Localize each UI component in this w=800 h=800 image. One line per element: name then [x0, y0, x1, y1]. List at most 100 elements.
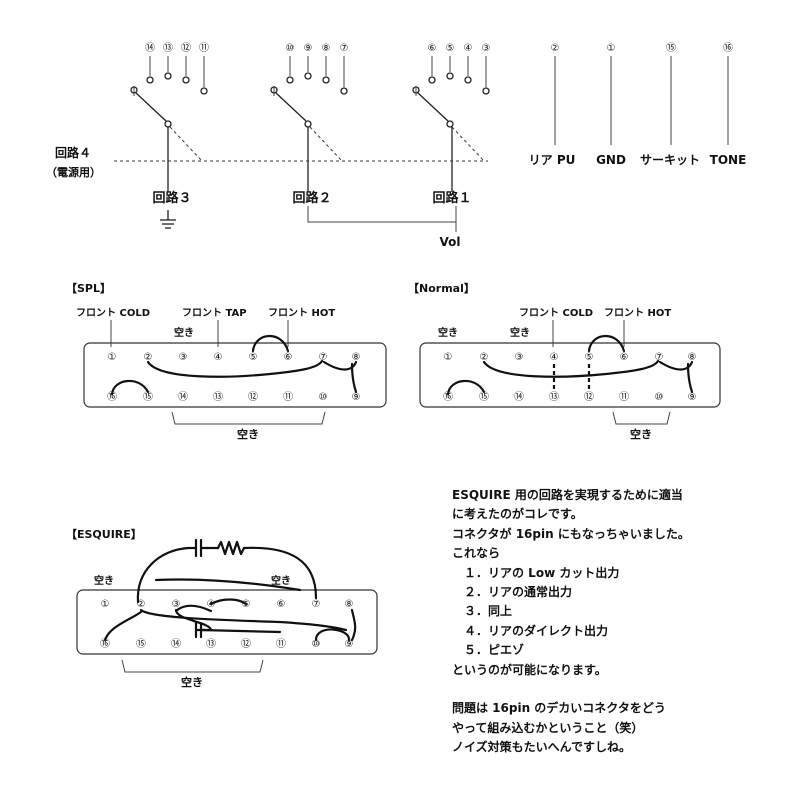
- circuit4-sublabel: （電源用）: [46, 165, 101, 179]
- normal-connector: 【Normal】 フロント COLD フロント HOT 空き 空き ① ② ③ …: [408, 282, 721, 441]
- pin: ⑭: [514, 391, 524, 403]
- jumper-wire: [103, 610, 143, 642]
- jumper-wire: [446, 379, 486, 396]
- pin: ⑬: [206, 638, 216, 650]
- terminal: [340, 87, 348, 95]
- notes-paragraph: ESQUIRE 用の回路を実現するために適当 に考えたのがコレです。 コネクタが…: [452, 486, 782, 758]
- pin: ⑪: [283, 391, 293, 403]
- pin: ⑫: [584, 391, 594, 403]
- pin: ⑬: [549, 391, 559, 403]
- switch-lever: [135, 92, 167, 122]
- pin: ⑩: [319, 392, 328, 403]
- pin: ⑯: [100, 638, 110, 650]
- spl-title: 【SPL】: [66, 282, 111, 295]
- front-hot-label: フロント HOT: [268, 307, 335, 319]
- note-line: やって組み込むかということ（笑）: [452, 720, 644, 735]
- switch-a-pin-label: ⑪: [199, 42, 209, 54]
- pin: ⑩: [655, 392, 664, 403]
- terminal: [304, 72, 312, 80]
- pin: ⑦: [319, 352, 328, 363]
- pin: ⑥: [620, 352, 629, 363]
- empty-label: 空き: [181, 675, 203, 689]
- right-pin-label: ②: [551, 43, 560, 54]
- pin: ⑥: [277, 599, 286, 610]
- terminal: [482, 87, 490, 95]
- connector-body: [83, 342, 387, 408]
- circuit1-label: 回路１: [432, 190, 471, 206]
- esquire-connector: 【ESQUIRE】 空き 空き ① ② ③ ④ ⑤ ⑥ ⑦ ⑧ ⑯ ⑮ ⑭ ⑬ …: [66, 528, 378, 689]
- pin: ⑪: [619, 391, 629, 403]
- note-line: コネクタが 16pin にもなっちゃいました。: [452, 526, 690, 541]
- terminal: [322, 76, 330, 84]
- note-line: というのが可能になります。: [452, 662, 607, 677]
- switch-c-pin-label: ⑤: [446, 43, 455, 54]
- gnd-label: GND: [596, 153, 626, 167]
- pin: ⑬: [213, 391, 223, 403]
- pivot: [304, 120, 312, 128]
- jumper-wire: [136, 546, 190, 604]
- pin: ⑯: [443, 391, 453, 403]
- connector-body: [419, 342, 721, 408]
- switch-b-pin-label: ⑩: [286, 43, 295, 54]
- terminal: [164, 72, 172, 80]
- connector-body: [76, 589, 378, 655]
- front-hot-label: フロント HOT: [604, 307, 671, 319]
- pin: ⑮: [143, 391, 153, 403]
- pivot: [164, 120, 172, 128]
- pin: ⑫: [248, 391, 258, 403]
- terminal: [200, 87, 208, 95]
- pin: ⑭: [178, 391, 188, 403]
- pin: ①: [444, 352, 453, 363]
- right-pin-label: ⑯: [723, 42, 733, 54]
- jumper-wire: [139, 608, 348, 632]
- switch-b-pin-label: ⑦: [340, 43, 349, 54]
- esquire-bottom-pins: ⑯ ⑮ ⑭ ⑬ ⑫ ⑪ ⑩ ⑨: [100, 638, 353, 650]
- terminal: [446, 72, 454, 80]
- terminal: [286, 76, 294, 84]
- pin: ⑧: [352, 352, 361, 363]
- jumper-wire: [658, 360, 694, 394]
- pin: ④: [214, 352, 223, 363]
- front-cold-label: フロント COLD: [76, 307, 150, 319]
- lever-alt-position: [309, 126, 343, 162]
- pin: ⑤: [249, 352, 258, 363]
- pin: ⑧: [688, 352, 697, 363]
- front-tap-label: フロント TAP: [182, 307, 247, 319]
- jumper-wire: [154, 578, 302, 592]
- circuit3-label: 回路３: [152, 190, 191, 206]
- spl-bottom-pins: ⑯ ⑮ ⑭ ⑬ ⑫ ⑪ ⑩ ⑨: [107, 391, 360, 403]
- pin: ⑨: [345, 639, 354, 650]
- pin: ⑧: [345, 599, 354, 610]
- lever-alt-position: [451, 126, 485, 162]
- tone-label: TONE: [710, 153, 747, 167]
- note-line: 問題は 16pin のデカいコネクタをどう: [452, 701, 666, 716]
- terminal: [428, 76, 436, 84]
- empty-bracket: [171, 411, 326, 425]
- pin: ②: [144, 352, 153, 363]
- jumper-wire: [482, 359, 660, 378]
- switch-lever: [417, 92, 449, 122]
- empty-label: 空き: [174, 326, 194, 339]
- normal-top-pins: ① ② ③ ④ ⑤ ⑥ ⑦ ⑧: [444, 352, 697, 363]
- resistor-icon: [216, 540, 246, 556]
- pin: ③: [172, 599, 181, 610]
- esquire-title: 【ESQUIRE】: [66, 528, 142, 541]
- pin: ⑨: [352, 392, 361, 403]
- note-list-item: ４．リアのダイレクト出力: [452, 623, 609, 638]
- empty-label: 空き: [438, 326, 458, 339]
- jumper-wire: [146, 359, 324, 378]
- note-line: ノイズ対策もたいへんですしね。: [452, 740, 632, 755]
- empty-label: 空き: [271, 574, 291, 587]
- pin: ⑯: [107, 391, 117, 403]
- note-line: に考えたのがコレです。: [452, 507, 583, 522]
- jumper-wire: [209, 598, 248, 606]
- circuit-label: サーキット: [640, 153, 700, 167]
- jumper-wire: [251, 335, 290, 353]
- right-pin-label: ⑮: [666, 42, 676, 54]
- terminal: [146, 76, 154, 84]
- pin: ⑫: [241, 638, 251, 650]
- jumper-wire: [314, 628, 351, 642]
- pin: ⑮: [479, 391, 489, 403]
- jumper-wire: [242, 546, 318, 600]
